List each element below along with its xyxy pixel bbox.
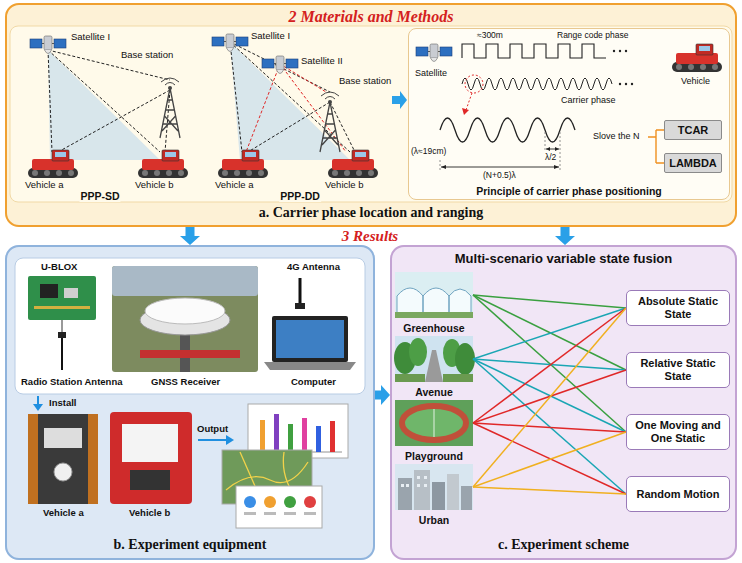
dimension-label: (λ≈19cm) [410, 147, 447, 157]
method-box: TCAR [664, 120, 722, 140]
panel-caption: b. Experiment equipment [7, 537, 373, 553]
flow-arrow [555, 227, 575, 245]
state-link [473, 308, 626, 487]
section-panel: Multi-scenario variable state fusion c. E… [390, 245, 737, 560]
signal-label: Range code phase [556, 31, 629, 41]
link-line [473, 487, 626, 494]
station-label: Base station [120, 50, 174, 61]
link-line [473, 423, 626, 432]
state-link [473, 423, 626, 494]
vehicle-label: Vehicle b [128, 508, 171, 519]
state-link [473, 295, 626, 432]
satellite-label: Satellite II [300, 56, 344, 67]
state-link [473, 308, 626, 359]
link-line [473, 308, 626, 423]
state-box: One Moving and One Static [626, 414, 730, 450]
flow-arrow [180, 227, 200, 245]
panel-caption: a. Carrier phase location and ranging [7, 205, 735, 221]
state-link [473, 423, 626, 432]
device-label: Computer [290, 377, 337, 388]
state-box: Absolute Static State [626, 290, 730, 326]
vehicle-label: Vehicle a [42, 508, 85, 519]
vehicle-label: Vehicle b [134, 180, 175, 191]
signal-label: Carrier phase [560, 95, 617, 105]
state-link [473, 432, 626, 487]
step-label: Install [48, 398, 77, 409]
link-line [473, 432, 626, 487]
dimension-label: (N+0.5)λ [482, 171, 517, 181]
state-label: Relative Static State [630, 357, 726, 382]
link-line [473, 359, 626, 370]
panel-heading: Multi-scenario variable state fusion [392, 252, 735, 267]
state-label: One Moving and One Static [630, 419, 726, 444]
link-line [473, 308, 626, 487]
method-label: TCAR [678, 124, 709, 137]
vehicle-label: Vehicle b [324, 180, 365, 191]
vehicle-label: Vehicle [680, 76, 711, 86]
device-label: Radio Station Antenna [20, 377, 124, 388]
scenario-label: Greenhouse [395, 322, 473, 334]
link-line [473, 423, 626, 494]
state-box: Relative Static State [626, 352, 730, 388]
device-label: U-BLOX [40, 262, 78, 273]
solve-note: Slove the N [592, 131, 641, 141]
link-line [473, 359, 626, 494]
scenario-node: Urban [395, 464, 473, 526]
method-label: LAMBDA [669, 157, 717, 170]
scenario-node: Avenue [395, 336, 473, 398]
satellite-label: Satellite [414, 68, 448, 78]
state-link [473, 359, 626, 370]
box-caption: Principle of carrier phase positioning [409, 185, 729, 197]
scenario-node: Playground [395, 400, 473, 462]
state-link [473, 359, 626, 494]
method-name: PPP-DD [279, 190, 321, 202]
method-box: LAMBDA [664, 153, 722, 173]
device-label: GNSS Receiver [150, 377, 221, 388]
scenario-label: Avenue [395, 386, 473, 398]
state-link [473, 359, 626, 432]
scenario-node: Greenhouse [395, 272, 473, 334]
station-label: Base station [338, 76, 392, 87]
link-line [473, 308, 626, 359]
link-line [473, 359, 626, 432]
state-label: Absolute Static State [630, 295, 726, 320]
scenario-label: Playground [395, 450, 473, 462]
state-link [473, 487, 626, 494]
section-heading: 3 Results [341, 228, 399, 245]
state-link [473, 295, 626, 370]
method-name: PPP-SD [79, 190, 120, 202]
link-line [473, 295, 626, 432]
satellite-label: Satellite I [250, 31, 291, 42]
state-label: Random Motion [636, 488, 719, 501]
device-label: 4G Antenna [286, 262, 341, 273]
scenario-label: Urban [395, 514, 473, 526]
state-link [473, 308, 626, 423]
dimension-label: λ/2 [544, 153, 557, 163]
vehicle-label: Vehicle a [24, 180, 65, 191]
link-line [473, 295, 626, 370]
vehicle-label: Vehicle a [214, 180, 255, 191]
dimension-label: ≈300m [476, 31, 504, 41]
satellite-label: Satellite I [70, 32, 111, 43]
panel-title: 2 Materials and Methods [7, 8, 735, 26]
principle-box: Principle of carrier phase positioning TC… [408, 28, 730, 200]
panel-caption: c. Experiment scheme [392, 537, 735, 553]
state-box: Random Motion [626, 476, 730, 512]
flow-arrow [375, 385, 390, 405]
step-label: Output [196, 424, 229, 435]
